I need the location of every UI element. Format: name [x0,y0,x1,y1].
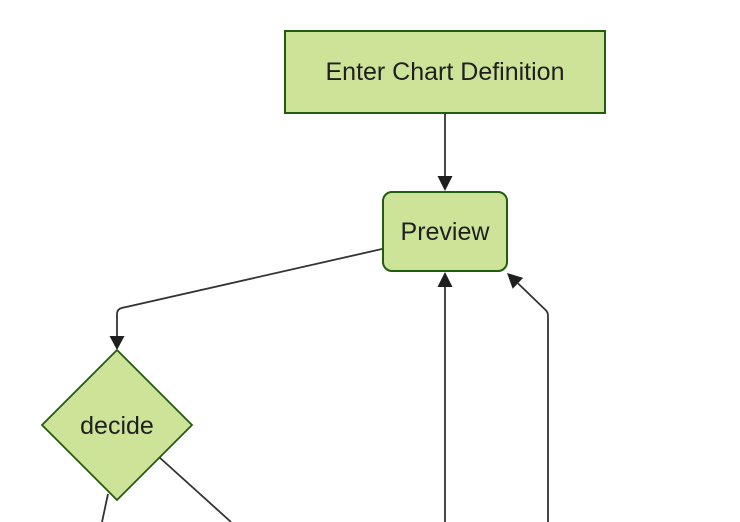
node-enter-chart-definition-label: Enter Chart Definition [325,58,565,86]
node-preview: Preview [382,191,508,272]
arrowhead-into-preview-corner-icon [507,273,524,289]
edge-decide-to-offscreen-right [158,456,232,522]
arrowhead-into-decide-top-icon [109,336,125,350]
edge-decide-to-offscreen-left [101,493,109,522]
node-decide-label-text: decide [80,412,154,440]
arrowhead-into-preview-top-icon [437,176,453,191]
node-preview-label: Preview [400,217,490,246]
arrowhead-into-preview-bottom-icon [437,272,453,287]
edge-offscreen-to-preview-bent [517,282,549,522]
edge-preview-to-decide [116,248,383,336]
node-decide-shape [40,348,194,502]
node-enter-chart-definition: Enter Chart Definition [284,30,606,114]
node-decide-label: decide [42,408,192,444]
